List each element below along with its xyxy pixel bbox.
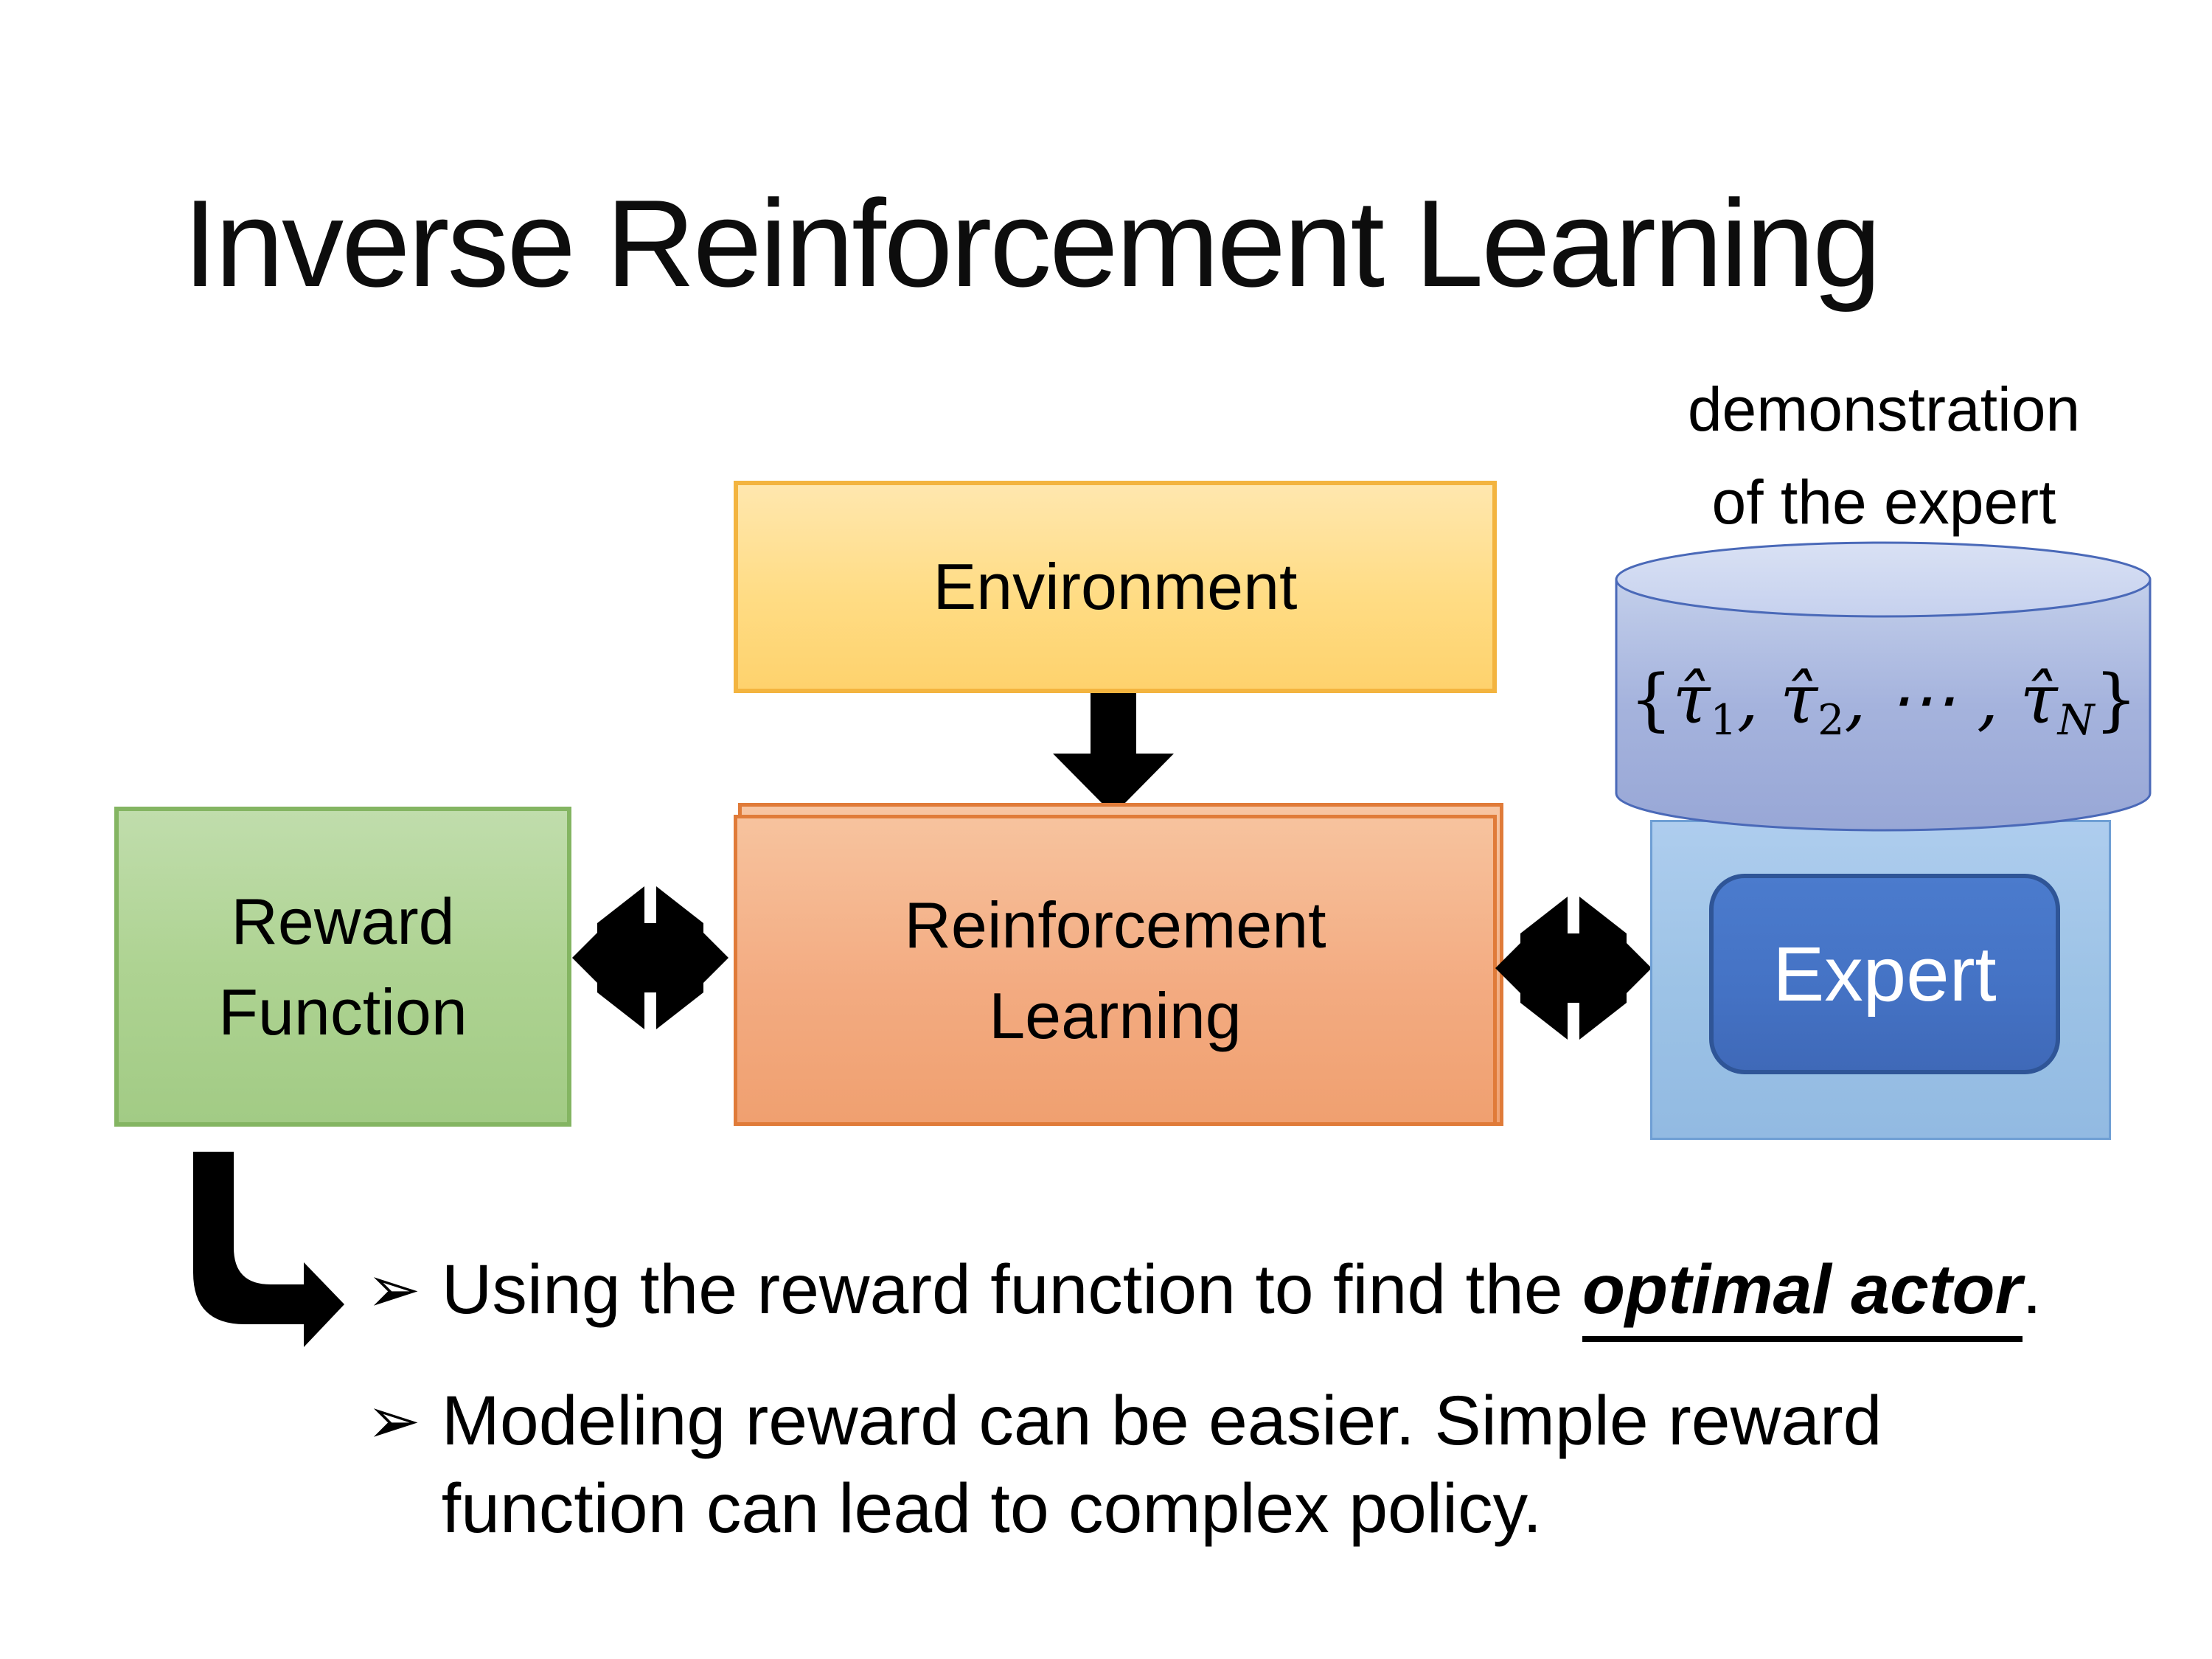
formula-tau-n: τ̂ bbox=[2020, 660, 2058, 739]
caption-line-2: of the expert bbox=[1711, 467, 2056, 537]
reward-label-line2: Function bbox=[218, 975, 467, 1048]
page-title: Inverse Reinforcement Learning bbox=[183, 174, 1882, 313]
formula-tau-2: τ̂ bbox=[1780, 660, 1818, 739]
formula-sub-2: 2 bbox=[1818, 695, 1845, 745]
environment-label: Environment bbox=[933, 550, 1298, 624]
right-double-arrow bbox=[1495, 897, 1652, 1040]
bullet-1-post: . bbox=[2022, 1251, 2042, 1329]
bullet-arrow-icon: ➢ bbox=[366, 1251, 421, 1327]
bullet-2-line1: Modeling reward can be easier. Simple re… bbox=[441, 1382, 1882, 1460]
down-arrow bbox=[1053, 693, 1174, 815]
bullet-1-pre: Using the reward function to find the bbox=[441, 1251, 1583, 1329]
bullet-1-text: Using the reward function to find the op… bbox=[441, 1246, 2042, 1342]
formula-separator-1: , bbox=[1736, 660, 1781, 739]
demonstration-database-cylinder bbox=[1615, 541, 2152, 832]
bullet-arrow-icon: ➢ bbox=[366, 1382, 421, 1458]
bullet-1-emphasis: optimal actor bbox=[1582, 1251, 2023, 1342]
reinforcement-learning-box: Reinforcement Learning bbox=[734, 815, 1497, 1126]
reward-function-box: Reward Function bbox=[114, 807, 571, 1127]
formula-close-brace: } bbox=[2094, 660, 2138, 739]
expert-label: Expert bbox=[1773, 931, 1997, 1018]
formula-open-brace: { bbox=[1629, 660, 1673, 739]
formula-sub-1: 1 bbox=[1710, 695, 1737, 745]
trajectory-set-formula: {τ̂1, τ̂2, ⋯ , τ̂N} bbox=[1614, 660, 2153, 745]
bullet-2-text: Modeling reward can be easier. Simple re… bbox=[442, 1377, 1882, 1553]
demonstration-caption: demonstration of the expert bbox=[1585, 363, 2183, 549]
bent-elbow-arrow bbox=[193, 1152, 344, 1347]
environment-box: Environment bbox=[734, 481, 1497, 693]
left-double-arrow bbox=[572, 886, 728, 1029]
formula-sub-n: N bbox=[2057, 695, 2095, 745]
reward-label-line1: Reward bbox=[231, 884, 455, 958]
expert-box: Expert bbox=[1709, 874, 2060, 1074]
bullet-item-2: ➢ Modeling reward can be easier. Simple … bbox=[366, 1377, 1882, 1553]
rl-label-line1: Reinforcement bbox=[904, 888, 1326, 961]
bullet-2-line2: function can lead to complex policy. bbox=[441, 1469, 1543, 1548]
caption-line-1: demonstration bbox=[1687, 375, 2081, 444]
formula-separator-2: , ⋯ , bbox=[1844, 660, 2020, 739]
rl-label-line2: Learning bbox=[989, 979, 1242, 1052]
formula-tau-1: τ̂ bbox=[1672, 660, 1711, 739]
bullet-item-1: ➢ Using the reward function to find the … bbox=[366, 1246, 2042, 1342]
